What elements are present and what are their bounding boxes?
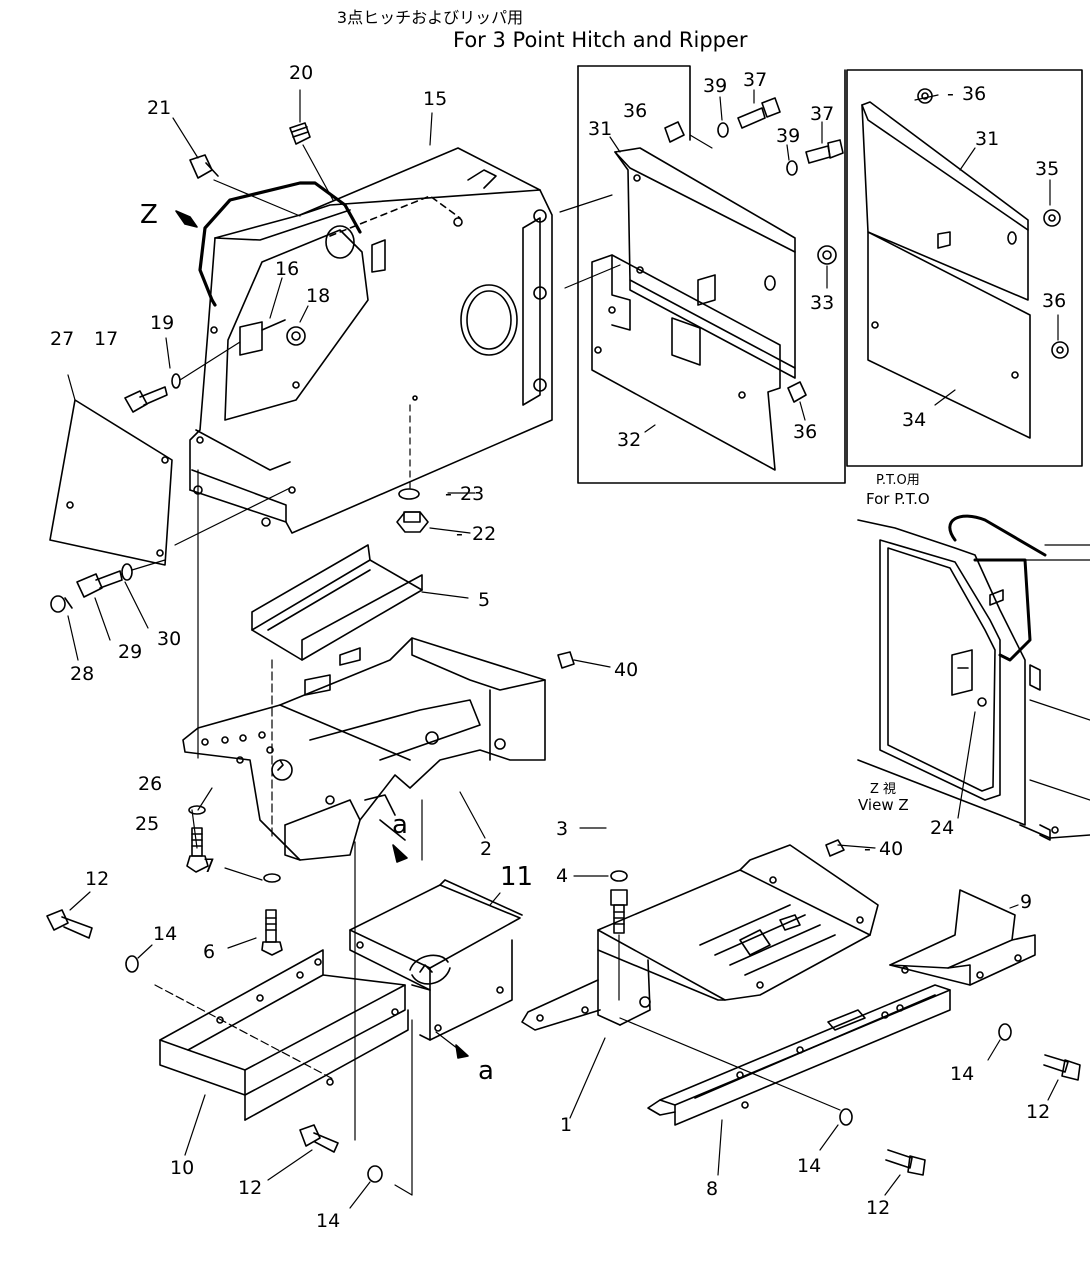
section-a-marker-lower: a — [478, 1056, 494, 1086]
callout-4: 4 — [556, 865, 569, 887]
guard-11 — [349, 879, 523, 1059]
dash-36-c: - — [947, 83, 954, 105]
view-z-title-en: View Z — [858, 796, 909, 814]
callout-37-a: 37 — [743, 69, 768, 91]
right-hardware — [557, 651, 1081, 1196]
callout-12-c: 12 — [1026, 1101, 1051, 1123]
callout-5: 5 — [478, 589, 491, 611]
tray-5 — [251, 544, 469, 661]
pto-title-en: For P.T.O — [866, 490, 930, 508]
callout-36-d: 36 — [1042, 290, 1067, 312]
callout-39-b: 39 — [776, 125, 801, 147]
pto-view-detail — [857, 514, 1090, 841]
callout-12-d: 12 — [866, 1197, 891, 1219]
callout-29: 29 — [118, 641, 143, 663]
inset-hardware — [664, 89, 844, 421]
callout-24: 24 — [930, 817, 955, 839]
callout-31-a: 31 — [588, 118, 613, 140]
bracket-9 — [889, 889, 1036, 986]
left-hardware — [46, 891, 383, 1209]
callout-37-b: 37 — [810, 103, 835, 125]
callout-40-b: 40 — [879, 838, 904, 860]
callout-1: 1 — [560, 1114, 573, 1136]
pto-title-jp: P.T.O用 — [876, 473, 920, 488]
title-english: For 3 Point Hitch and Ripper — [453, 28, 748, 52]
view-z-arrow — [175, 210, 198, 228]
leaders-27 — [67, 581, 149, 661]
callout-2: 2 — [480, 838, 493, 860]
callout-36-c: 36 — [962, 83, 987, 105]
callout-19: 19 — [150, 312, 175, 334]
callout-11: 11 — [500, 862, 534, 892]
view-z-marker: Z — [140, 200, 158, 230]
callout-39-a: 39 — [703, 75, 728, 97]
callout-28: 28 — [70, 663, 95, 685]
callout-10: 10 — [170, 1157, 195, 1179]
callout-36-a: 36 — [623, 100, 648, 122]
callout-14-a: 14 — [153, 923, 178, 945]
bar-8 — [619, 984, 951, 1176]
callout-40-a: 40 — [614, 659, 639, 681]
small-hardware — [124, 122, 429, 533]
callout-16: 16 — [275, 258, 300, 280]
callout-32: 32 — [617, 429, 642, 451]
callout-33: 33 — [810, 292, 835, 314]
callout-23: 23 — [460, 483, 485, 505]
callout-12-a: 12 — [85, 868, 110, 890]
callout-9: 9 — [1020, 891, 1033, 913]
callout-7: 7 — [203, 855, 216, 877]
callout-18: 18 — [306, 285, 331, 307]
dash-23: - — [445, 483, 452, 505]
inset-hitch-cover-frame — [846, 69, 1083, 467]
callout-27: 27 — [50, 328, 75, 350]
callout-6: 6 — [203, 941, 216, 963]
frame-2 — [182, 637, 546, 863]
callout-3: 3 — [556, 818, 569, 840]
title-japanese: 3点ヒッチおよびリッパ用 — [336, 8, 524, 27]
callout-30: 30 — [157, 628, 182, 650]
cover-plate-27 — [49, 374, 291, 613]
callout-14-c: 14 — [950, 1063, 975, 1085]
callout-21: 21 — [147, 97, 172, 119]
dash-40-b: - — [864, 838, 871, 860]
bolts-25-26-7-6 — [186, 805, 283, 956]
callout-14-d: 14 — [797, 1155, 822, 1177]
plate-31-inset — [559, 134, 796, 379]
callout-25: 25 — [135, 813, 160, 835]
section-a-marker-upper: a — [392, 810, 408, 840]
callout-36-b: 36 — [793, 421, 818, 443]
plate-32-inset — [591, 254, 781, 471]
callout-22: 22 — [472, 523, 497, 545]
plate-34-inset — [867, 88, 1069, 439]
callout-31-b: 31 — [975, 128, 1000, 150]
leaders-frame — [191, 787, 486, 881]
callout-20: 20 — [289, 62, 314, 84]
callout-26: 26 — [138, 773, 163, 795]
callout-14-b: 14 — [316, 1210, 341, 1232]
view-z-title-jp: Z 視 — [870, 782, 897, 797]
housing-15 — [189, 147, 553, 534]
plate-31-cover-inset — [861, 94, 1029, 301]
leaders-housing — [165, 89, 476, 534]
callout-15: 15 — [423, 88, 448, 110]
callout-12-b: 12 — [238, 1177, 263, 1199]
guide-lines — [197, 469, 413, 1196]
dash-22: - — [456, 523, 463, 545]
callout-17: 17 — [94, 328, 119, 350]
frame-1 — [521, 844, 879, 1119]
inset-hitch-frame — [577, 65, 846, 484]
callout-8: 8 — [706, 1178, 719, 1200]
callout-34: 34 — [902, 409, 927, 431]
callout-35: 35 — [1035, 158, 1060, 180]
guard-10 — [154, 949, 409, 1156]
